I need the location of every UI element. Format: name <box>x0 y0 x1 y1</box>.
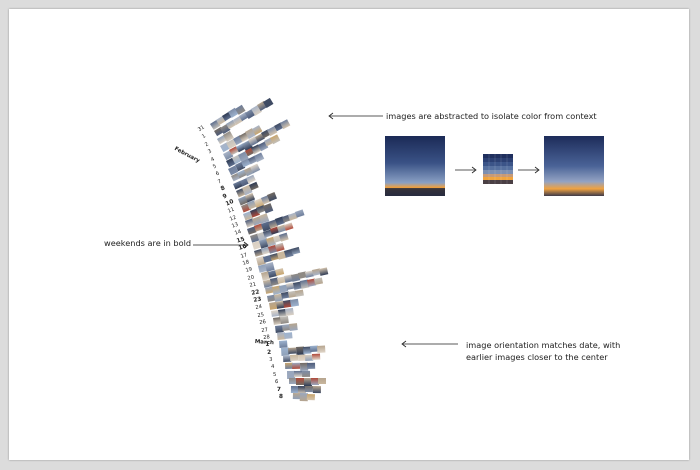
photo-tile <box>319 267 328 276</box>
photo-tile <box>284 331 293 339</box>
arrow-right-icon <box>193 241 249 249</box>
arrow-right-icon <box>455 166 477 174</box>
photo-tile <box>285 307 294 316</box>
day-label: 27 <box>261 326 269 334</box>
day-label: 5 <box>212 163 219 171</box>
arrow-right-icon <box>518 166 540 174</box>
photo-tile <box>295 209 305 219</box>
photo-tile <box>292 362 301 369</box>
sunset-original-image <box>385 136 445 196</box>
day-label: 6 <box>214 170 221 178</box>
day-label: 4 <box>209 155 216 163</box>
day-label: 26 <box>259 319 267 327</box>
photo-tile <box>295 289 304 297</box>
photo-tile <box>289 323 298 332</box>
photo-tile <box>283 222 294 232</box>
photo-tile <box>270 134 281 145</box>
day-label: 17 <box>240 251 249 260</box>
photo-tile <box>317 345 326 353</box>
photo-tile <box>314 277 323 285</box>
day-label: 24 <box>255 304 263 312</box>
arrow-left-icon <box>328 112 383 120</box>
photo-tile <box>303 378 312 386</box>
annotation-orientation-line2: earlier images closer to the center <box>466 352 608 362</box>
month-label-march: March <box>254 339 275 347</box>
day-label: 7 <box>217 178 223 186</box>
photo-tile <box>279 232 289 242</box>
photo-tile <box>290 298 299 307</box>
day-label: 6 <box>275 379 279 386</box>
photo-tile <box>274 268 284 277</box>
photo-tile <box>250 163 261 174</box>
day-label: 1 <box>200 133 207 141</box>
photo-tile <box>317 378 326 385</box>
day-label: 14 <box>233 229 242 238</box>
photo-tile <box>280 119 290 129</box>
photo-tile <box>291 247 300 255</box>
photo-tile <box>301 370 310 377</box>
day-label: 3 <box>269 356 273 364</box>
photo-tile <box>311 354 320 361</box>
day-label: 19 <box>244 266 253 275</box>
photo-tile <box>254 152 264 163</box>
day-label: 20 <box>246 274 255 282</box>
day-label: 8 <box>219 185 226 193</box>
photo-tile <box>248 182 259 191</box>
photo-tile <box>263 97 274 108</box>
photo-tile <box>294 370 303 377</box>
photo-tile <box>267 192 277 202</box>
photo-tile <box>305 385 314 393</box>
day-label: 9 <box>222 192 229 201</box>
photo-tile <box>307 393 315 401</box>
day-label: 4 <box>271 364 275 371</box>
annotation-weekends: weekends are in bold <box>104 238 192 248</box>
day-label: 21 <box>248 281 257 290</box>
sunset-pixelated-image <box>483 154 513 184</box>
photo-tile <box>263 203 273 214</box>
day-label: 2 <box>204 141 210 148</box>
day-label: 7 <box>276 386 282 393</box>
photo-tile <box>306 362 315 369</box>
day-label: 25 <box>257 311 265 319</box>
day-label: 18 <box>242 259 251 267</box>
arrow-left-icon <box>401 340 458 348</box>
annotation-abstracted: images are abstracted to isolate color f… <box>386 111 597 121</box>
day-label: 22 <box>250 288 261 297</box>
day-label: 11 <box>226 206 236 215</box>
annotation-orientation-line1: image orientation matches date, with <box>466 340 621 350</box>
month-label-february: February <box>173 146 201 165</box>
day-label: 5 <box>273 371 277 378</box>
day-label: 31 <box>197 124 206 134</box>
day-label: 8 <box>278 394 284 401</box>
sunset-abstracted-image <box>544 136 604 196</box>
photo-tile <box>312 386 321 394</box>
photo-tile <box>296 378 304 386</box>
day-label: 23 <box>253 296 263 304</box>
day-label: 3 <box>206 148 213 156</box>
day-label: 2 <box>267 349 272 356</box>
